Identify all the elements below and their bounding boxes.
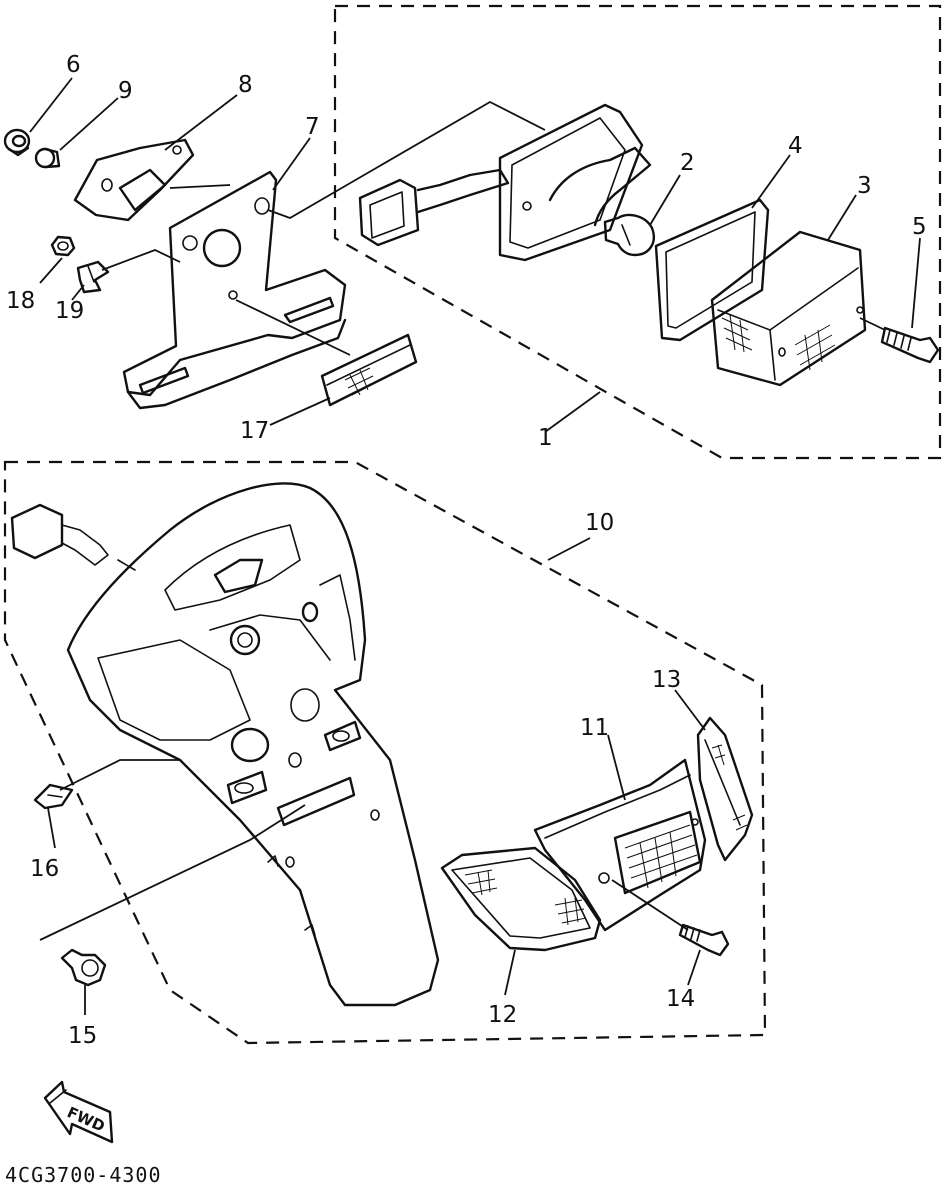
bulb-part-2 [603, 213, 655, 257]
bracket-part-8 [73, 138, 195, 222]
callout-14: 14 [666, 986, 695, 1012]
tail-lens-part-11 [533, 758, 707, 932]
wire-connector-group-10 [10, 503, 136, 571]
callout-18: 18 [6, 288, 35, 314]
callout-16: 16 [30, 856, 59, 882]
grommet-part-6 [3, 128, 31, 157]
nut-part-18 [50, 235, 76, 257]
callout-2: 2 [680, 150, 695, 176]
callout-11: 11 [580, 715, 609, 741]
callout-10: 10 [585, 510, 614, 536]
callout-4: 4 [788, 133, 803, 159]
callout-6: 6 [66, 52, 81, 78]
forward-direction-arrow: FWD [43, 1080, 114, 1144]
callout-15: 15 [68, 1023, 97, 1049]
screw-part-14 [678, 923, 730, 957]
callout-3: 3 [857, 173, 872, 199]
callout-5: 5 [912, 214, 927, 240]
screw-part-5 [880, 326, 940, 364]
callout-leaders [29, 77, 921, 1015]
reflector-part-17 [320, 333, 418, 407]
callout-12: 12 [488, 1002, 517, 1028]
callout-19: 19 [55, 298, 84, 324]
license-bracket-part-7 [122, 170, 347, 410]
callout-1: 1 [538, 425, 553, 451]
assembly-guide-lines [39, 100, 886, 941]
bolt-part-15 [60, 948, 107, 987]
side-lens-part-12 [440, 846, 602, 952]
callout-7: 7 [305, 114, 320, 140]
callout-8: 8 [238, 72, 253, 98]
wire-connector-group-1 [358, 168, 510, 247]
clip-part-19 [76, 260, 110, 294]
drawing-code: 4CG3700-4300 [5, 1163, 162, 1187]
gasket-part-4 [654, 198, 770, 342]
side-reflector-part-13 [696, 716, 754, 862]
callout-13: 13 [652, 667, 681, 693]
lens-part-3 [710, 230, 867, 387]
callout-17: 17 [240, 418, 269, 444]
rear-fender-part-10 [66, 482, 440, 1007]
license-light-housing [498, 103, 652, 262]
callout-9: 9 [118, 78, 133, 104]
clamp-part-16 [33, 783, 74, 810]
collar-part-9 [34, 147, 61, 169]
assembly-10-boundary [3, 460, 767, 1045]
assembly-1-boundary [333, 4, 942, 460]
